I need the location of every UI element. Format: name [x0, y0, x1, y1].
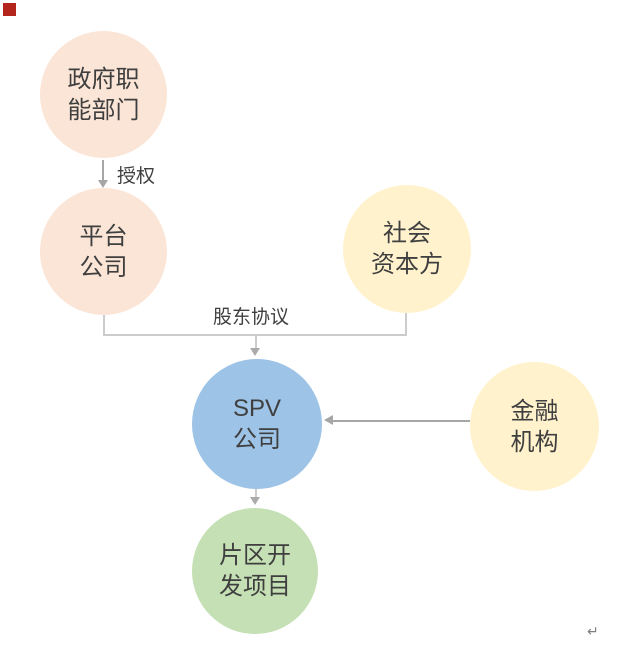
authorize-arrow-line [102, 160, 104, 181]
node-platform-label-line1: 平台 [79, 222, 128, 250]
node-finance-label-line1: 金融 [510, 397, 559, 425]
node-social-capital-circle: 社会 资本方 [343, 185, 471, 313]
red-square-marker [3, 3, 16, 16]
authorize-arrowhead-icon [98, 180, 108, 188]
spv-inbound-arrow-line [255, 336, 257, 349]
authorize-edge-label: 授权 [117, 166, 156, 187]
project-arrowhead-icon [250, 497, 260, 505]
node-spv-company-circle: SPV 公司 [192, 359, 322, 489]
project-arrow-line [255, 489, 257, 499]
node-financial-institution-circle: 金融 机构 [470, 362, 599, 491]
node-district-project-circle: 片区开 发项目 [192, 508, 318, 634]
shareholder-connector-line [103, 334, 407, 336]
node-spv-label-line2: 公司 [233, 426, 281, 453]
node-government-circle: 政府职 能部门 [40, 31, 167, 158]
node-platform-label-line2: 公司 [79, 253, 128, 281]
node-social-label-line1: 社会 [383, 220, 431, 247]
node-project-label-line2: 发项目 [219, 573, 291, 600]
node-social-label-line2: 资本方 [371, 251, 443, 278]
finance-arrowhead-icon [324, 415, 333, 425]
node-government-label-line2: 能部门 [67, 96, 140, 124]
node-project-label-line1: 片区开 [219, 542, 291, 569]
social-capital-connector-line [405, 313, 407, 336]
node-government-label-line1: 政府职 [67, 65, 140, 93]
line-break-mark-icon: ↵ [587, 623, 599, 639]
node-platform-company-circle: 平台 公司 [40, 188, 167, 315]
shareholder-edge-label: 股东协议 [213, 307, 290, 328]
platform-connector-line [103, 315, 105, 336]
node-spv-label-line1: SPV [232, 395, 282, 422]
node-finance-label-line2: 机构 [510, 428, 559, 456]
finance-arrow-line [333, 420, 470, 422]
spv-inbound-arrowhead-icon [250, 348, 260, 356]
